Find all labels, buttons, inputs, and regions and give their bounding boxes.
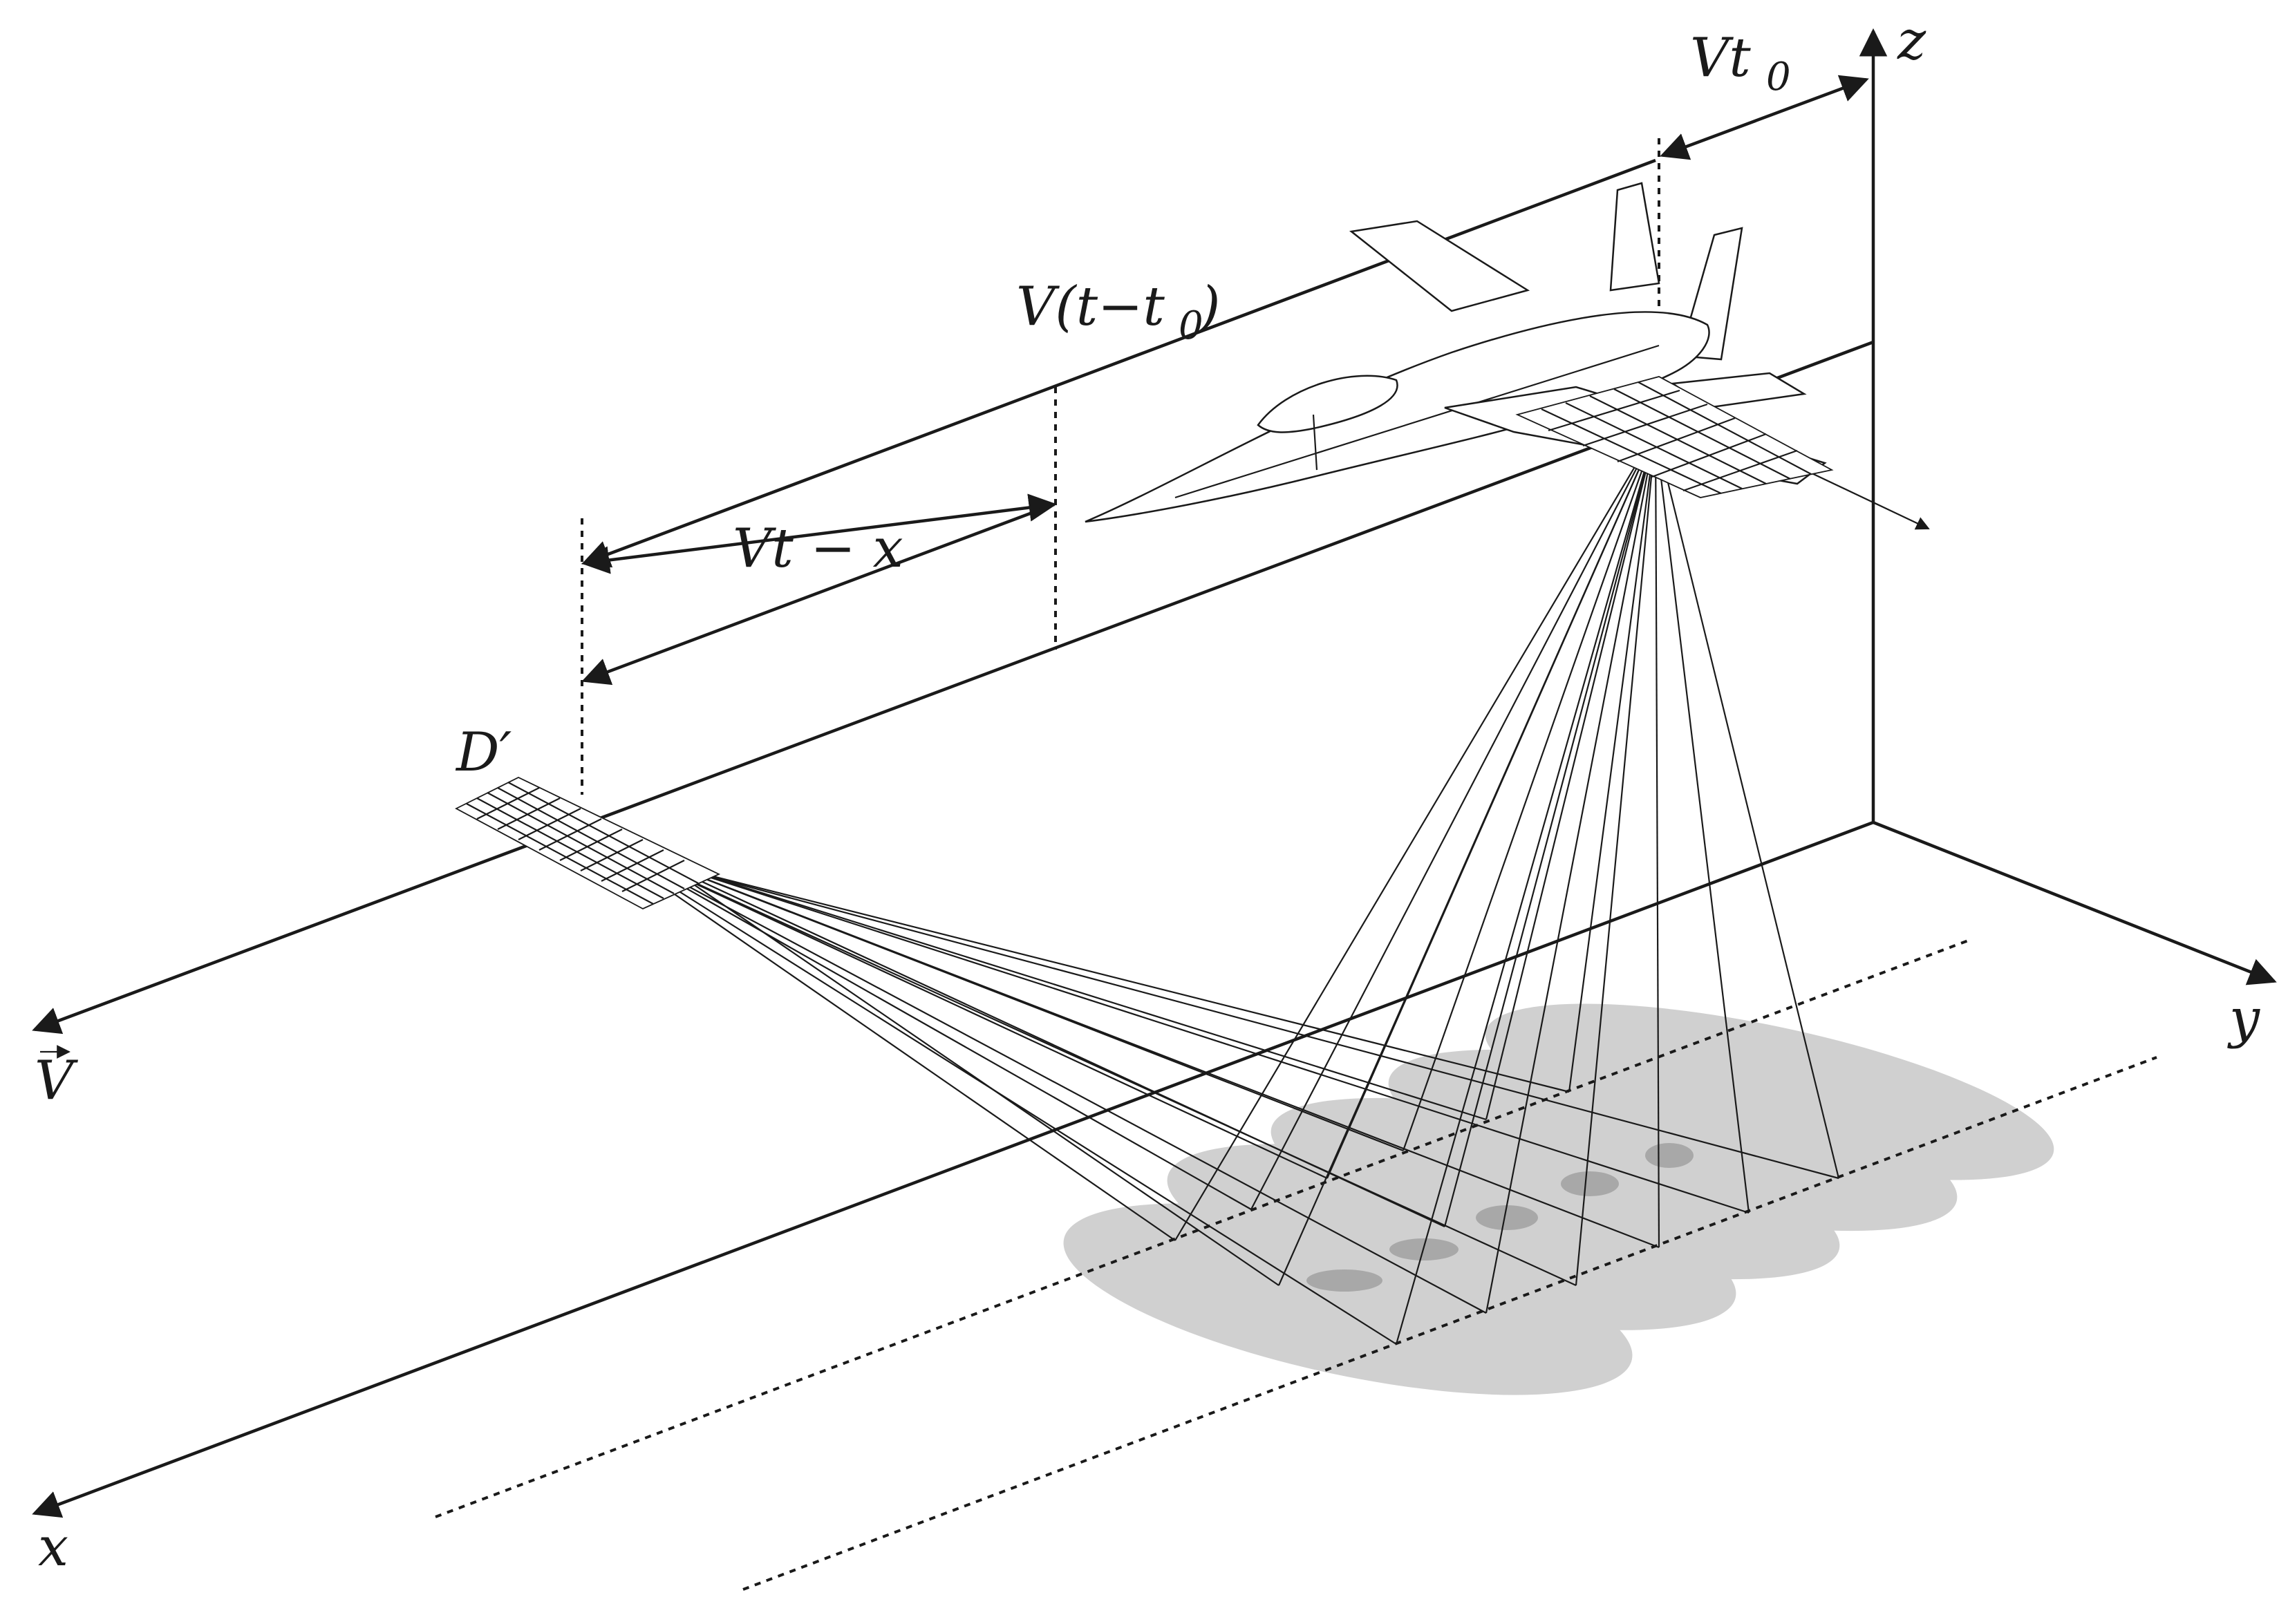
v-t-minus-t0-label: V(t−t 0 ) (1016, 276, 1220, 348)
v-t-minus-t0-close-text: ) (1198, 276, 1220, 338)
z-axis-label: z (1897, 10, 1926, 72)
footprint-core-3 (1476, 1205, 1538, 1230)
footprint-core-1 (1306, 1269, 1382, 1292)
aircraft-beams (1174, 431, 1840, 1345)
dprime-beams (580, 829, 1839, 1345)
velocity-v-text: V (35, 1050, 78, 1112)
footprint-1 (1063, 1203, 1633, 1395)
y-axis-label: y (2227, 988, 2260, 1050)
v-t-minus-t0-text: V(t−t (1016, 276, 1165, 338)
x-axis-label: x (38, 1516, 68, 1578)
ground-footprints (1063, 1003, 2054, 1395)
vt-minus-x-label: Vt − x (733, 518, 903, 580)
vt0-main-text: Vt (1690, 27, 1751, 89)
vt0-label: Vt 0 (1690, 27, 1791, 100)
velocity-label: V (35, 1045, 78, 1112)
jet-aircraft-icon (1085, 182, 1834, 523)
footprint-core-4 (1561, 1171, 1619, 1196)
strip-line-near (742, 1056, 2157, 1591)
vt-minus-x-dimension (581, 493, 1058, 574)
distance-dimension (581, 502, 1055, 686)
footprint-3 (1270, 1097, 1840, 1280)
x-axis (32, 820, 1874, 1518)
footprint-2 (1167, 1144, 1736, 1330)
v-t-minus-t0-sub-text: 0 (1179, 303, 1203, 348)
vt0-dimension (1660, 75, 1869, 160)
vt0-sub-text: 0 (1766, 55, 1791, 100)
d-prime-label: D′ (455, 721, 512, 784)
velocity-axis (32, 340, 1874, 1035)
footprint-cores (1306, 1143, 1694, 1292)
y-axis (1873, 820, 2277, 985)
footprint-5 (1485, 1003, 2054, 1180)
antenna-grid-icon (455, 776, 721, 910)
footprint-core-5 (1645, 1143, 1694, 1168)
